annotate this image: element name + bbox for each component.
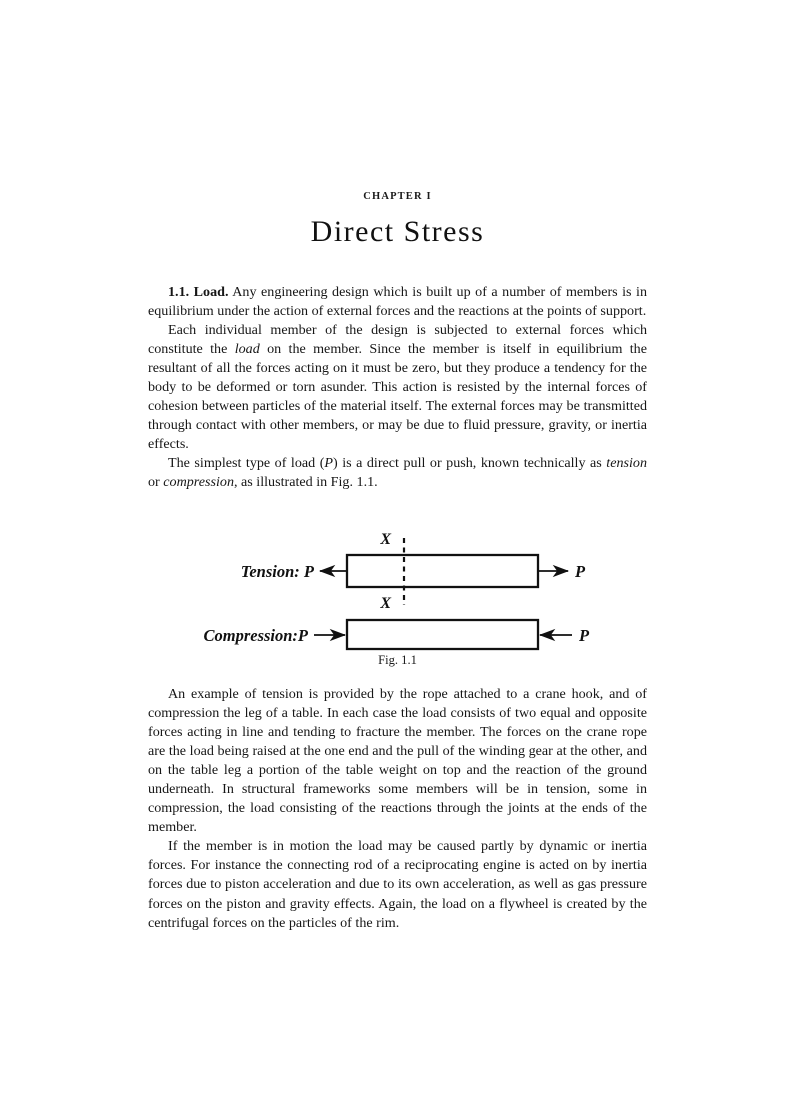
figure-caption: Fig. 1.1 bbox=[378, 653, 417, 667]
paragraph-motion: If the member is in motion the load may … bbox=[148, 838, 647, 931]
paragraph-simplest: The simplest type of load (P) is a direc… bbox=[148, 454, 647, 492]
italic-load-symbol: P bbox=[324, 455, 334, 472]
paragraph-simplest-a: The simplest type of load ( bbox=[168, 455, 325, 472]
body-text-upper: 1.1. Load. Any engineering design which … bbox=[148, 283, 647, 493]
compression-label: Compression:P bbox=[203, 626, 308, 645]
tension-force-label-right: P bbox=[574, 562, 586, 581]
paragraph-members: Each individual member of the design is … bbox=[148, 321, 647, 454]
paragraph-simplest-b: ) is a direct pull or push, known techni… bbox=[333, 455, 607, 472]
paragraph-members-b: on the member. Since the member is itsel… bbox=[148, 341, 647, 453]
body-text-lower: An example of tension is provided by the… bbox=[148, 685, 647, 933]
italic-tension: tension bbox=[606, 455, 647, 472]
paragraph-simplest-d: , as illustrated in Fig. 1.1. bbox=[234, 474, 378, 491]
compression-bar bbox=[345, 618, 540, 651]
section-label-x-top: X bbox=[379, 531, 391, 548]
compression-force-label-right: P bbox=[578, 626, 590, 645]
section-number: 1.1. bbox=[168, 284, 190, 300]
italic-compression: compression bbox=[163, 474, 234, 491]
paragraph-example: An example of tension is provided by the… bbox=[148, 686, 647, 836]
chapter-label: CHAPTER I bbox=[363, 191, 432, 202]
paragraph-simplest-c: or bbox=[148, 474, 164, 491]
section-name: Load. bbox=[193, 284, 229, 300]
figure-1-1: X X Tension: P P Compression:P P bbox=[148, 528, 647, 676]
paragraph-members-a: Each individual member of the design is … bbox=[148, 322, 647, 358]
paragraph-load: 1.1. Load. Any engineering design which … bbox=[148, 283, 647, 321]
paragraph-load-text: Any engineering design which is built up… bbox=[148, 284, 648, 320]
tension-bar bbox=[345, 553, 540, 589]
tension-label: Tension: P bbox=[241, 562, 315, 581]
section-label-x-bottom: X bbox=[379, 595, 391, 612]
chapter-title: Direct Stress bbox=[310, 215, 485, 248]
italic-load: load bbox=[234, 341, 260, 358]
